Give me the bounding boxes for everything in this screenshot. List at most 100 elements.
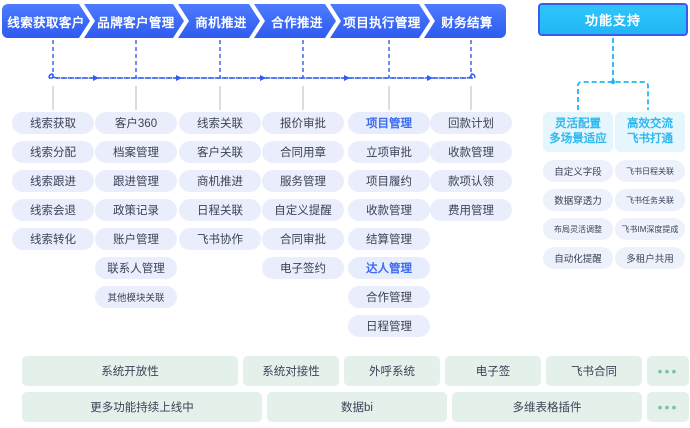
process-step-label: 商机推进: [195, 15, 247, 30]
feature-pill[interactable]: 款项认领: [430, 170, 512, 192]
feature-pill[interactable]: 商机推进: [179, 170, 261, 192]
feature-pill-label: 线索分配: [30, 147, 76, 159]
support-pill-label: 自动化提醒: [554, 254, 602, 265]
support-pill[interactable]: 自动化提醒: [543, 247, 613, 269]
feature-pill[interactable]: 线索分配: [12, 141, 94, 163]
capability-bar-label: 系统对接性: [262, 366, 320, 378]
feature-pill-label: 合作管理: [366, 292, 412, 304]
support-group-title-line1: 高效交流: [627, 118, 673, 130]
feature-pill[interactable]: 结算管理: [348, 228, 430, 250]
process-step-4[interactable]: 合作推进: [254, 4, 336, 38]
column-brand-customer: 客户360 档案管理跟进管理政策记录账户管理联系人管理其他模块关联: [95, 112, 177, 315]
more-options-button[interactable]: •••: [647, 392, 689, 422]
support-pill[interactable]: 飞书日程关联: [615, 160, 685, 182]
process-step-2[interactable]: 品牌客户管理: [84, 4, 184, 38]
support-pill-label: 布局灵活调整: [554, 224, 602, 234]
feature-pill[interactable]: 自定义提醒: [262, 199, 344, 221]
support-group-title-line2: 飞书打通: [627, 133, 673, 145]
column-opportunity: 线索关联客户关联商机推进日程关联飞书协作: [179, 112, 261, 257]
feature-pill-label: 其他模块关联: [107, 293, 165, 304]
feature-pill-label: 线索会退: [30, 205, 76, 217]
feature-pill-label: 合同用章: [280, 147, 326, 159]
feature-pill[interactable]: 线索转化: [12, 228, 94, 250]
column-project-execution: 项目管理立项审批项目履约收款管理结算管理达人管理合作管理日程管理: [348, 112, 430, 344]
process-step-1[interactable]: 线索获取客户: [2, 4, 90, 38]
support-pill[interactable]: 飞书IM深度提成: [615, 218, 685, 240]
capability-bar[interactable]: 系统对接性: [243, 356, 339, 386]
feature-pill-label: 项目管理: [366, 118, 412, 130]
capability-bar[interactable]: 数据bi: [267, 392, 447, 422]
feature-pill-label: 档案管理: [113, 147, 159, 159]
feature-pill[interactable]: 线索跟进: [12, 170, 94, 192]
feature-pill[interactable]: 服务管理: [262, 170, 344, 192]
feature-pill[interactable]: 报价审批: [262, 112, 344, 134]
process-step-5[interactable]: 项目执行管理: [330, 4, 430, 38]
feature-pill[interactable]: 客户关联: [179, 141, 261, 163]
support-header-button[interactable]: 功能支持: [538, 3, 688, 36]
feature-pill-label: 收款管理: [366, 205, 412, 217]
feature-pill-label: 账户管理: [113, 234, 159, 246]
process-step-6[interactable]: 财务结算: [424, 4, 506, 38]
feature-pill[interactable]: 政策记录: [95, 199, 177, 221]
feature-pill[interactable]: 项目管理: [348, 112, 430, 134]
feature-pill[interactable]: 合作管理: [348, 286, 430, 308]
feature-pill[interactable]: 收款管理: [348, 199, 430, 221]
ellipsis-icon: •••: [657, 399, 679, 415]
capability-bar-label: 外呼系统: [369, 366, 415, 378]
support-pill[interactable]: 布局灵活调整: [543, 218, 613, 240]
feature-pill[interactable]: 日程管理: [348, 315, 430, 337]
feature-pill-label: 日程关联: [197, 205, 243, 217]
feature-pill[interactable]: 联系人管理: [95, 257, 177, 279]
support-pill[interactable]: 自定义字段: [543, 160, 613, 182]
feature-pill-label: 回款计划: [448, 118, 494, 130]
support-group-title[interactable]: 灵活配置多场景适应: [543, 112, 613, 152]
support-column-feishu: 高效交流飞书打通飞书日程关联飞书任务关联飞书IM深度提成多租户共用: [615, 112, 685, 276]
support-pill[interactable]: 数据穿透力: [543, 189, 613, 211]
feature-pill[interactable]: 账户管理: [95, 228, 177, 250]
capability-bar[interactable]: 多维表格插件: [452, 392, 642, 422]
feature-pill-label: 线索关联: [197, 118, 243, 130]
capability-bar-label: 多维表格插件: [512, 402, 582, 414]
feature-pill-label: 飞书协作: [197, 234, 243, 246]
feature-pill[interactable]: 电子签约: [262, 257, 344, 279]
capability-bar[interactable]: 飞书合同: [546, 356, 642, 386]
feature-pill[interactable]: 线索会退: [12, 199, 94, 221]
capability-bar[interactable]: 电子签: [445, 356, 541, 386]
feature-pill[interactable]: 立项审批: [348, 141, 430, 163]
capability-bar[interactable]: 更多功能持续上线中: [22, 392, 262, 422]
feature-pill[interactable]: 其他模块关联: [95, 286, 177, 308]
feature-pill-label: 自定义提醒: [274, 205, 332, 217]
feature-pill[interactable]: 客户360: [95, 112, 177, 134]
feature-pill[interactable]: 日程关联: [179, 199, 261, 221]
feature-pill-label: 项目履约: [366, 176, 412, 188]
feature-pill-label: 线索跟进: [30, 176, 76, 188]
feature-pill[interactable]: 收款管理: [430, 141, 512, 163]
feature-pill-label: 线索转化: [30, 234, 76, 246]
feature-pill[interactable]: 档案管理: [95, 141, 177, 163]
capability-bar[interactable]: 系统开放性: [22, 356, 238, 386]
feature-pill[interactable]: 合同用章: [262, 141, 344, 163]
feature-pill[interactable]: 费用管理: [430, 199, 512, 221]
feature-pill-label: 达人管理: [366, 263, 412, 275]
feature-pill-label: 费用管理: [448, 205, 494, 217]
support-pill[interactable]: 飞书任务关联: [615, 189, 685, 211]
more-options-button[interactable]: •••: [647, 356, 689, 386]
feature-pill[interactable]: 飞书协作: [179, 228, 261, 250]
ellipsis-icon: •••: [657, 363, 679, 379]
column-lead-acquisition: 线索获取线索分配线索跟进线索会退线索转化: [12, 112, 94, 257]
feature-pill[interactable]: 线索关联: [179, 112, 261, 134]
feature-pill-label: 立项审批: [366, 147, 412, 159]
support-pill[interactable]: 多租户共用: [615, 247, 685, 269]
feature-pill[interactable]: 跟进管理: [95, 170, 177, 192]
feature-pill[interactable]: 回款计划: [430, 112, 512, 134]
feature-pill[interactable]: 线索获取: [12, 112, 94, 134]
feature-pill-label: 结算管理: [366, 234, 412, 246]
support-group-title[interactable]: 高效交流飞书打通: [615, 112, 685, 152]
feature-pill[interactable]: 项目履约: [348, 170, 430, 192]
process-step-3[interactable]: 商机推进: [178, 4, 260, 38]
feature-pill[interactable]: 达人管理: [348, 257, 430, 279]
capability-bar[interactable]: 外呼系统: [344, 356, 440, 386]
feature-pill[interactable]: 合同审批: [262, 228, 344, 250]
process-step-label: 财务结算: [441, 15, 493, 30]
